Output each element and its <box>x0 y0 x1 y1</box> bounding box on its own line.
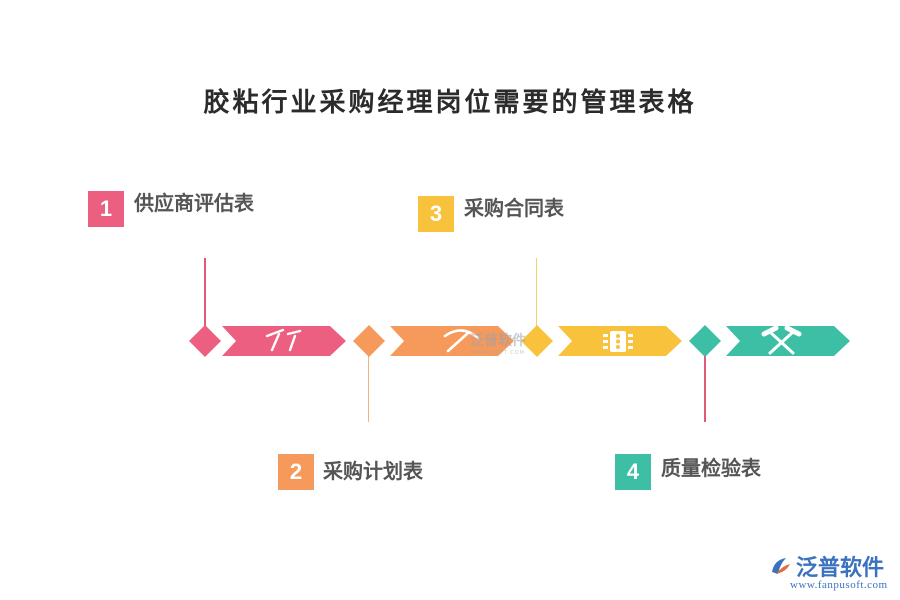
watermark: 泛普软件 FANPUSOFT.COM <box>470 333 526 356</box>
logo-icon <box>772 558 790 574</box>
step-1-connector <box>204 258 206 326</box>
step-1-label: 供应商评估表 <box>134 191 254 215</box>
step-2-connector <box>368 356 369 422</box>
step-2-badge: 2 <box>278 454 314 490</box>
step-3-connector <box>536 258 537 326</box>
step-3-badge: 3 <box>418 196 454 232</box>
hammer-cross-icon <box>761 325 802 355</box>
pickaxe-icon <box>443 329 480 353</box>
step-4-connector <box>704 356 706 422</box>
step-4-diamond <box>689 325 721 357</box>
step-3-diamond <box>521 325 553 357</box>
step-1-badge: 1 <box>88 191 124 227</box>
traffic-light-icon <box>603 331 633 352</box>
step-1-diamond <box>189 325 221 357</box>
step-4-badge: 4 <box>615 454 651 490</box>
page-title: 胶粘行业采购经理岗位需要的管理表格 <box>203 88 697 118</box>
step-3-label: 采购合同表 <box>464 196 564 220</box>
logo-name: 泛普软件 <box>796 556 885 581</box>
step-2-label: 采购计划表 <box>323 459 423 483</box>
step-4-label: 质量检验表 <box>661 456 761 480</box>
step-4-arrow <box>726 326 850 356</box>
step-1-arrow <box>222 326 346 356</box>
step-2-diamond <box>353 325 385 357</box>
tools-icon <box>265 328 302 352</box>
step-2-arrow <box>390 326 514 356</box>
logo-url: www.fanpusoft.com <box>790 579 888 591</box>
